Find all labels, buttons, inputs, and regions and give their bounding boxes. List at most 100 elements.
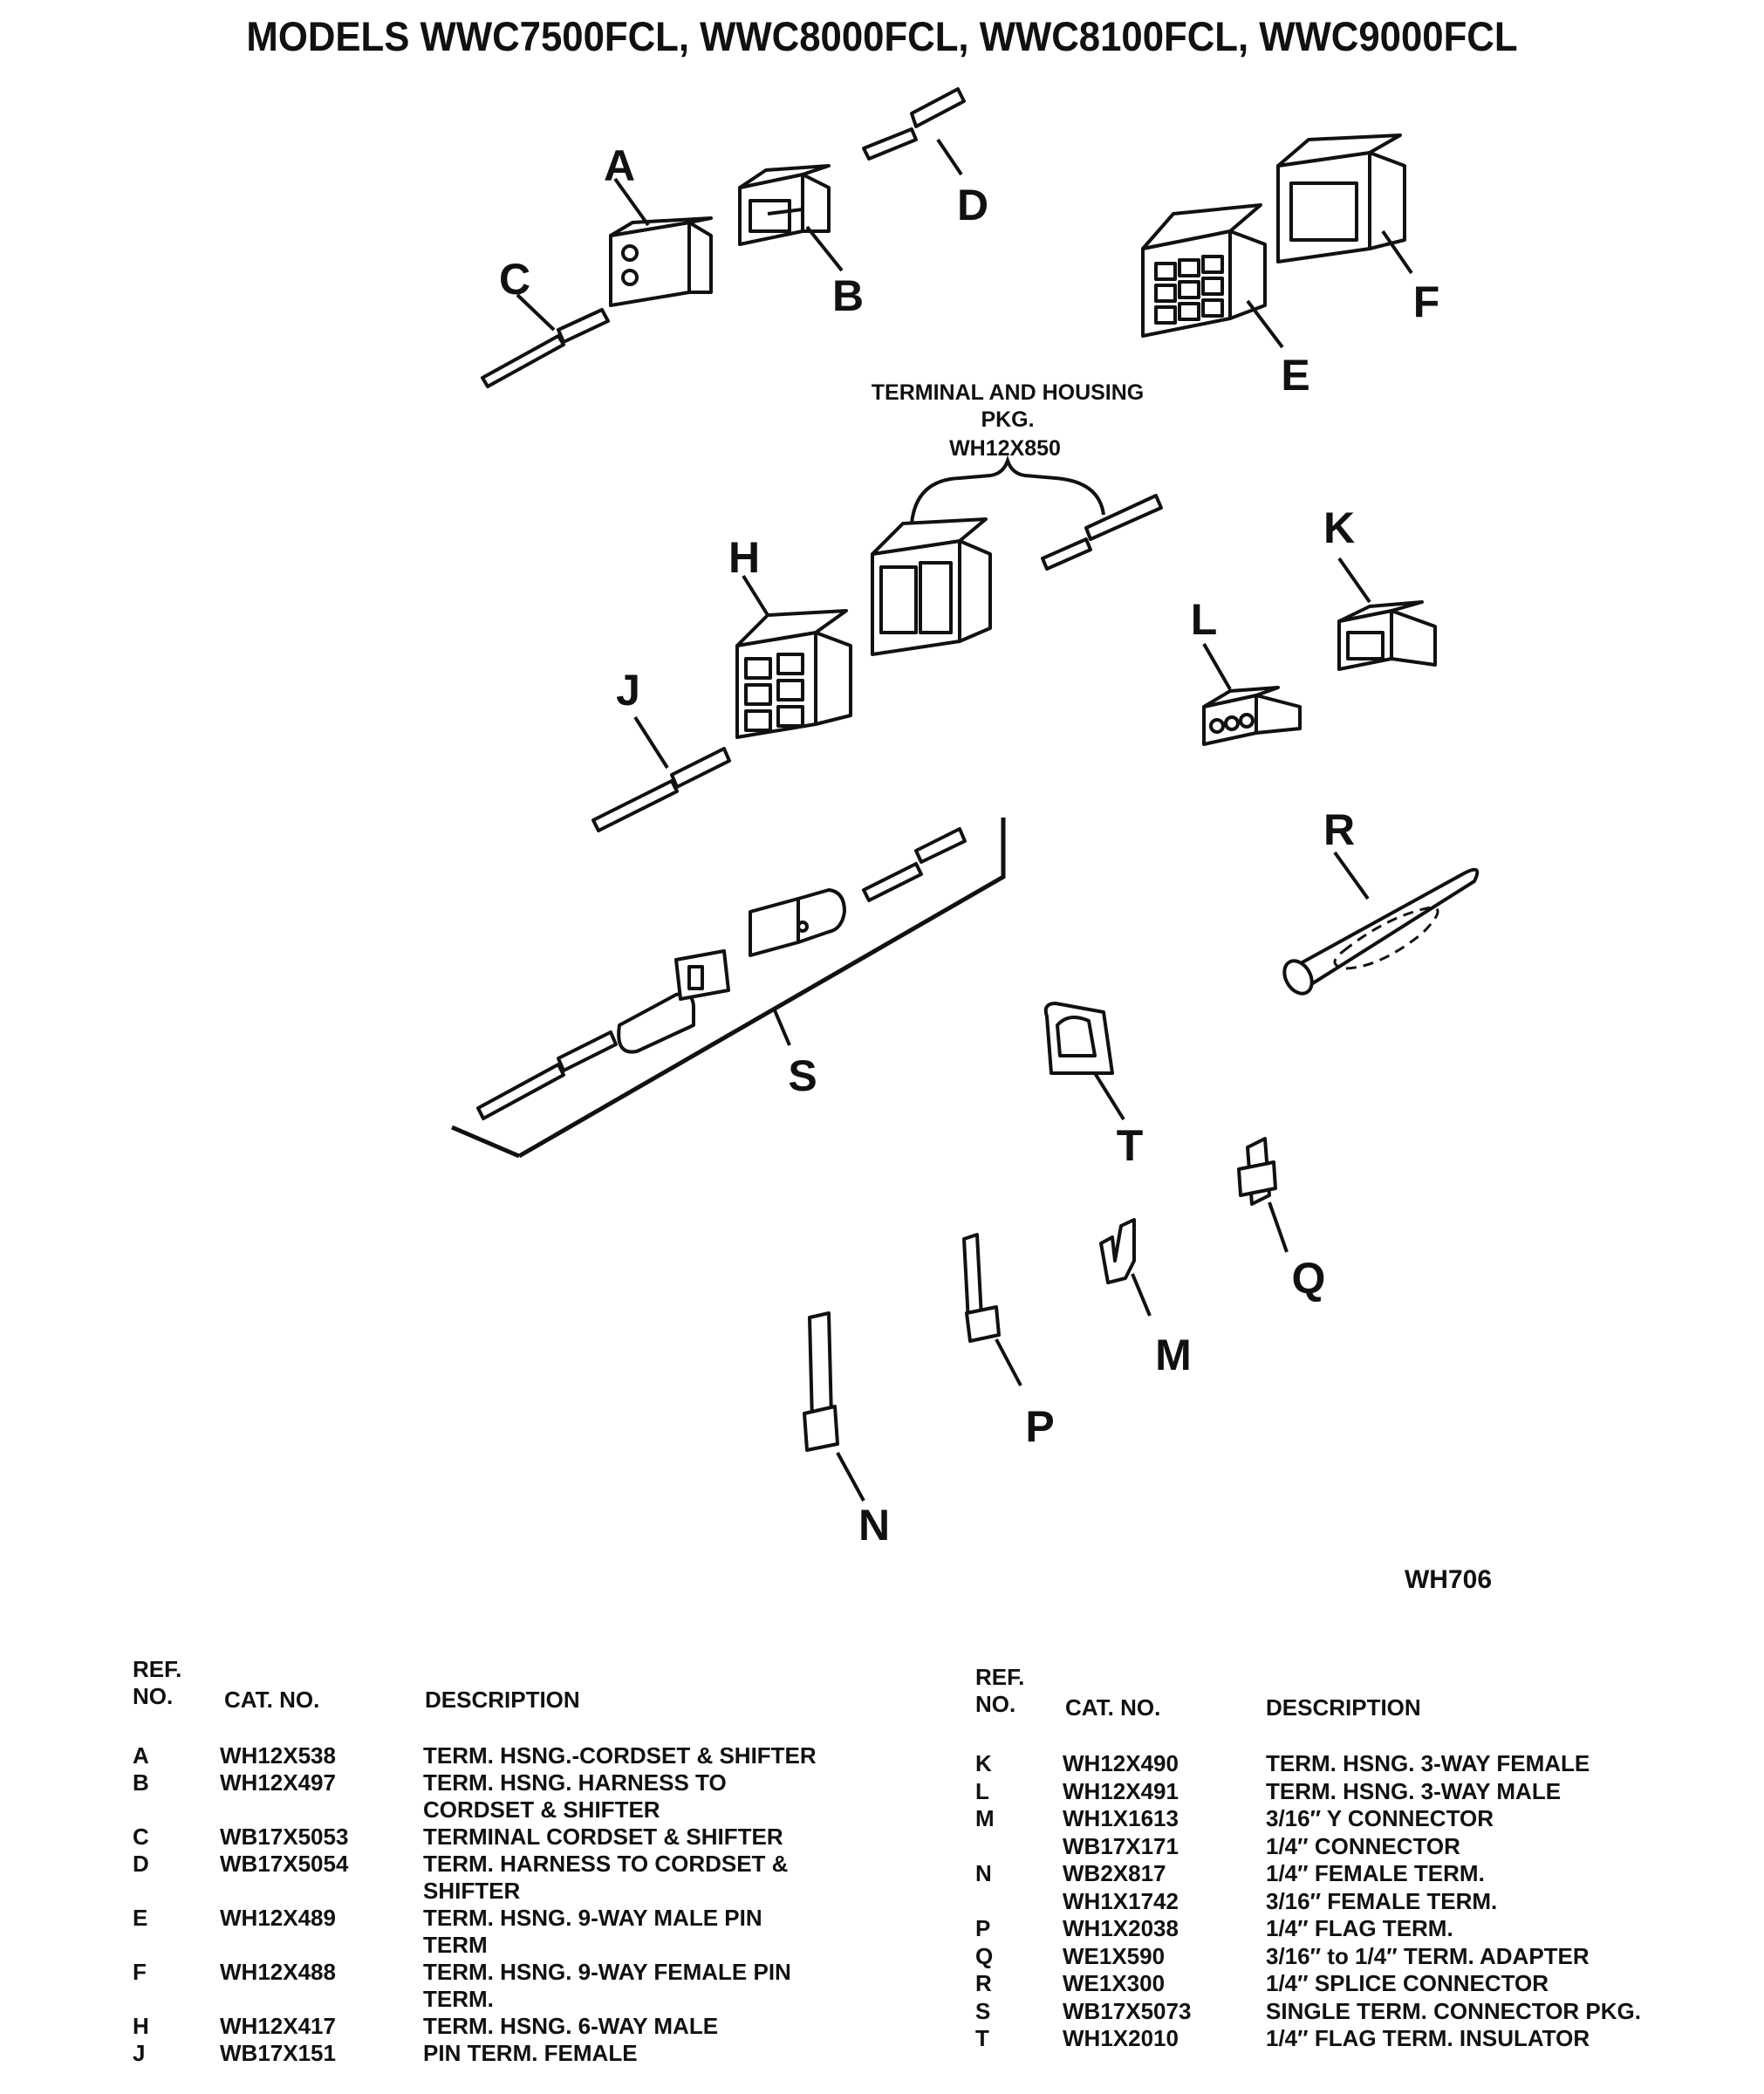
description: TERMINAL CORDSET & SHIFTER [423,1824,783,1851]
cat-no: WH1X1613 [1063,1805,1179,1831]
part-m-y-connector [1099,1218,1136,1284]
cat-no: WE1X590 [1063,1942,1166,1969]
description: 3/16″ Y CONNECTOR [1266,1805,1494,1832]
cat-no: WH12X538 [220,1742,336,1769]
cat-no: WH12X490 [1063,1750,1179,1776]
part-f-housing [1276,133,1406,263]
description-line: 1/4″ SPLICE CONNECTOR [1266,1970,1549,1996]
ref-no: E [133,1905,148,1931]
ref-header-line1-right: REF. [975,1664,1025,1690]
cat-header: CAT. NO. [224,1687,320,1713]
leader-p [995,1338,1022,1386]
part-n-female-term [803,1311,839,1452]
cat-no: WB17X151 [220,2040,336,2066]
description-line: TERMINAL CORDSET & SHIFTER [423,1824,783,1850]
label-s: S [788,1051,817,1100]
label-c: C [499,255,530,304]
description-line: 1/4″ FLAG TERM. [1266,1915,1453,1941]
ref-header-line2: NO. [133,1683,174,1709]
desc-header-right: DESCRIPTION [1266,1694,1421,1721]
description: 1/4″ CONNECTOR [1266,1833,1460,1860]
part-d-terminal [862,87,966,161]
description-line: PIN TERM. FEMALE [423,2040,638,2066]
ref-no: S [975,1997,991,2024]
description-line: TERM. HARNESS TO CORDSET & [423,1851,789,1877]
cat-no: WH12X491 [1063,1777,1179,1804]
leader-b [805,225,844,272]
description-line: CORDSET & SHIFTER [423,1796,660,1823]
leader-a [613,177,650,227]
cat-no: WE1X300 [1063,1970,1166,1996]
leader-h [742,574,769,617]
description-line: TERM. HSNG. 3-WAY FEMALE [1266,1750,1590,1776]
leader-k [1337,557,1371,604]
package-terminal [1041,494,1163,571]
part-j-terminal [591,747,731,832]
label-l: L [1191,595,1218,644]
ref-no: C [133,1824,149,1850]
package-label-code: WH12X850 [949,436,1061,461]
cat-no: WB17X171 [1063,1832,1179,1859]
cat-no: WB17X5054 [220,1851,349,1877]
package-housing [871,517,992,656]
description: TERM. HSNG.-CORDSET & SHIFTER [423,1742,817,1769]
description-line: SINGLE TERM. CONNECTOR PKG. [1266,1997,1641,2024]
ref-header-line2-right: NO. [975,1691,1016,1717]
ref-no: L [975,1777,989,1804]
label-m: M [1155,1331,1192,1379]
ref-no: B [133,1769,149,1796]
cat-no: WH12X417 [220,2013,336,2039]
leader-l [1202,643,1232,690]
ref-no: H [133,2013,149,2039]
ref-no: K [975,1750,992,1776]
label-t: T [1117,1121,1144,1170]
ref-header-line1: REF. [133,1656,182,1682]
part-l-housing [1202,686,1302,746]
description-line: TERM. [423,1986,494,2012]
label-p: P [1025,1402,1054,1451]
label-n: N [858,1501,890,1550]
label-d: D [957,181,988,229]
label-q: Q [1292,1254,1326,1303]
cat-no: WH1X2010 [1063,2025,1179,2051]
parts-diagram: TERMINAL AND HOUSING PKG. WH12X850 [451,87,1492,1594]
ref-no: F [133,1959,147,1985]
leader-n [836,1452,865,1502]
part-q-adapter [1237,1137,1277,1206]
part-s-package [451,818,1006,1159]
leader-e [1246,299,1284,349]
label-j: J [616,666,640,715]
label-a: A [604,141,635,190]
description: TERM. HARNESS TO CORDSET &SHIFTER [423,1851,788,1905]
label-k: K [1323,503,1355,552]
description-line: TERM. HSNG. 6-WAY MALE [423,2013,719,2039]
ref-no: J [133,2040,146,2066]
leader-q [1268,1201,1289,1253]
description-line: 3/16″ FEMALE TERM. [1266,1887,1498,1914]
part-e-housing [1141,203,1267,338]
description-line: 3/16″ to 1/4″ TERM. ADAPTER [1266,1942,1590,1969]
cat-no: WH1X1742 [1063,1887,1179,1914]
description-line: TERM. HSNG. 9-WAY MALE PIN [423,1905,762,1931]
cat-no: WB2X817 [1063,1860,1166,1886]
leader-t [1093,1071,1125,1121]
part-r-splice [1282,867,1480,996]
description: 1/4″ SPLICE CONNECTOR [1266,1970,1549,1997]
package-label-line1: TERMINAL AND HOUSING [872,380,1145,405]
leader-m [1131,1273,1152,1317]
part-h-housing [735,609,852,739]
description-line: TERM. HSNG. HARNESS TO [423,1769,727,1796]
part-b-housing [738,164,831,246]
description: 3/16″ to 1/4″ TERM. ADAPTER [1266,1943,1590,1970]
ref-no: D [133,1851,149,1877]
part-p-flag-term [962,1233,1001,1343]
leader-c [516,293,556,332]
description: 3/16″ FEMALE TERM. [1266,1888,1497,1915]
part-k-housing [1337,600,1437,671]
ref-no: N [975,1860,992,1886]
description: TERM. HSNG. 3-WAY MALE [1266,1778,1561,1805]
